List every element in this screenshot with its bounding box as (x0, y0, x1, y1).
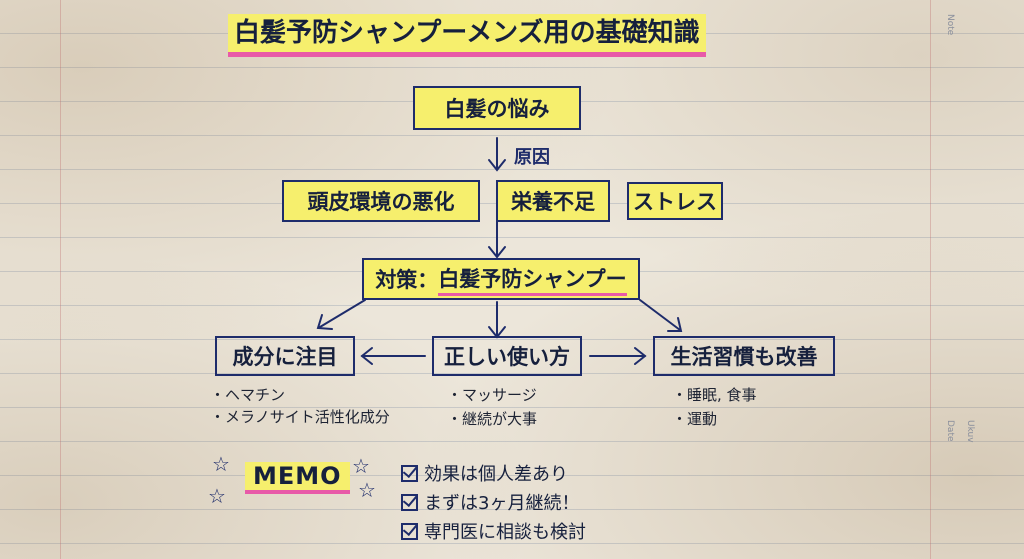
solution-box: 対策：白髪予防シャンプー (362, 258, 640, 300)
branch-box-lifestyle: 生活習慣も改善 (653, 336, 835, 376)
branch-box-ingredients: 成分に注目 (215, 336, 355, 376)
checkbox-icon (401, 464, 418, 482)
checkbox-icon (401, 522, 418, 540)
arrow-to-lifestyle (639, 299, 681, 331)
bullet-item: ・継続が大事 (447, 410, 538, 428)
root-box: 白髪の悩み (413, 86, 581, 130)
solution-prefix: 対策： (375, 268, 439, 292)
bullet-item: ・メラノサイト活性化成分 (210, 408, 390, 426)
bullet-item: ・マッサージ (447, 386, 537, 404)
cause-box-nutrition: 栄養不足 (496, 180, 610, 222)
memo-title: MEMO (245, 462, 350, 494)
cause-box-stress: ストレス (627, 182, 723, 220)
cause-box-scalp: 頭皮環境の悪化 (282, 180, 480, 222)
memo-item: 専門医に相談も検討 (401, 518, 586, 544)
margin-line-left (60, 0, 61, 559)
bullet-item: ・睡眠, 食事 (672, 386, 757, 404)
star-icon: ☆ (352, 454, 370, 478)
solution-main: 白髪予防シャンプー (438, 263, 627, 296)
memo-item: 効果は個人差あり (401, 460, 568, 486)
branch-box-usage: 正しい使い方 (432, 336, 582, 376)
checkbox-icon (401, 493, 418, 511)
memo-item: まずは3ヶ月継続！ (401, 489, 579, 515)
bullet-item: ・運動 (672, 410, 718, 428)
star-icon: ☆ (212, 452, 230, 476)
margin-line-right (930, 0, 931, 559)
arrow-to-ingredients (319, 299, 366, 328)
cause-label: 原因 (514, 147, 550, 168)
bullet-item: ・ヘマチン (210, 386, 286, 404)
star-icon: ☆ (208, 484, 226, 508)
page-title: 白髪予防シャンプーメンズ用の基礎知識 (228, 14, 706, 57)
star-icon: ☆ (358, 478, 376, 502)
